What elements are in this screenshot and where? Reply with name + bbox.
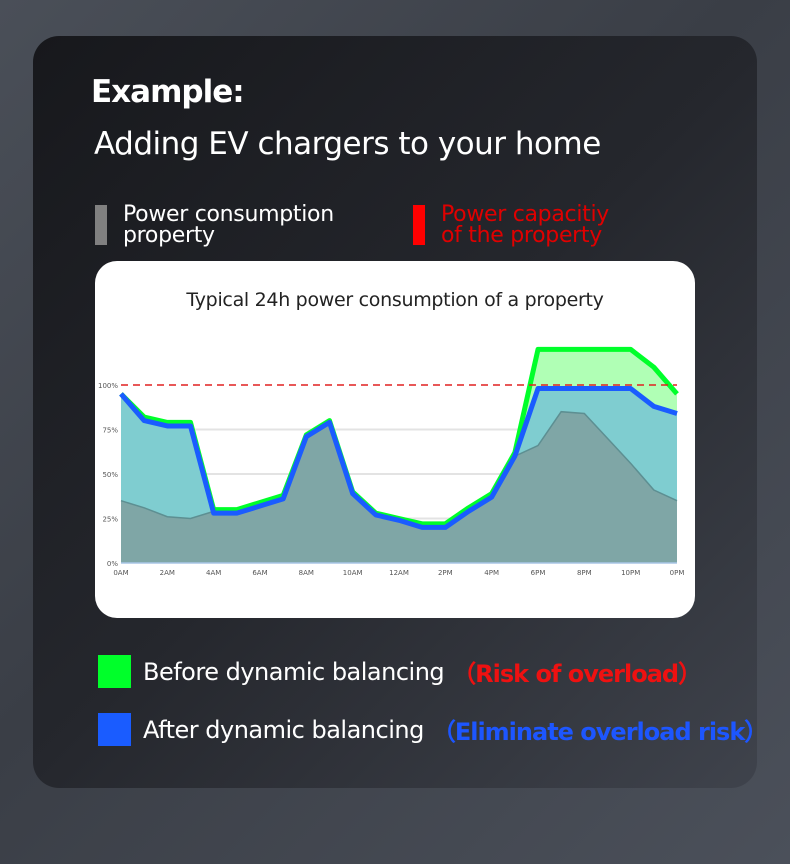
x-tick-label: 2AM <box>160 569 175 577</box>
chart-panel: Typical 24h power consumption of a prope… <box>95 261 695 618</box>
x-tick-label: 0PM <box>670 569 685 577</box>
x-tick-label: 8AM <box>299 569 314 577</box>
consumption-area <box>121 411 677 563</box>
legend-before: Before dynamic balancing （Risk of overlo… <box>98 654 702 689</box>
x-tick-label: 12AM <box>389 569 409 577</box>
legend-after-label: After dynamic balancing <box>143 715 424 744</box>
x-tick-label: 2PM <box>438 569 453 577</box>
page-title: Adding EV chargers to your home <box>94 126 601 162</box>
red-swatch-icon <box>413 205 425 245</box>
legend-capacity: Power capacitiy of the property <box>413 202 609 248</box>
after-line <box>119 386 678 530</box>
legend-consumption-line1: Power consumption <box>123 202 334 227</box>
x-tick-label: 6AM <box>252 569 267 577</box>
legend-consumption-line2: property <box>123 223 215 248</box>
legend-before-label: Before dynamic balancing <box>143 657 445 686</box>
y-tick-label: 25% <box>102 516 118 524</box>
gray-swatch-icon <box>95 205 107 245</box>
area-chart: 0% 25% 50% 75% 100% 0AM 2AM 4AM 6AM 8AM 10AM 12AM 2P… <box>98 346 685 577</box>
chart-title: Typical 24h power consumption of a prope… <box>186 289 604 311</box>
x-tick-label: 6PM <box>531 569 546 577</box>
legend-after-note: （Eliminate overload risk） <box>431 718 768 746</box>
x-tick-label: 10PM <box>621 569 640 577</box>
legend-before-note: （Risk of overload） <box>452 660 702 688</box>
example-label: Example: <box>91 74 245 110</box>
x-tick-label: 4PM <box>484 569 499 577</box>
legend-capacity-line2: of the property <box>441 223 602 248</box>
green-swatch-icon <box>98 655 131 688</box>
legend-consumption: Power consumption property <box>95 202 334 248</box>
y-tick-label: 50% <box>102 471 118 479</box>
x-tick-label: 8PM <box>577 569 592 577</box>
x-tick-label: 10AM <box>343 569 363 577</box>
x-tick-label: 0AM <box>113 569 128 577</box>
legend-capacity-line1: Power capacitiy <box>441 202 609 227</box>
legend-after: After dynamic balancing （Eliminate overl… <box>98 712 768 747</box>
y-tick-label: 100% <box>98 382 118 390</box>
blue-swatch-icon <box>98 713 131 746</box>
x-tick-label: 4AM <box>206 569 221 577</box>
y-tick-label: 75% <box>102 427 118 435</box>
y-tick-label: 0% <box>107 560 118 568</box>
